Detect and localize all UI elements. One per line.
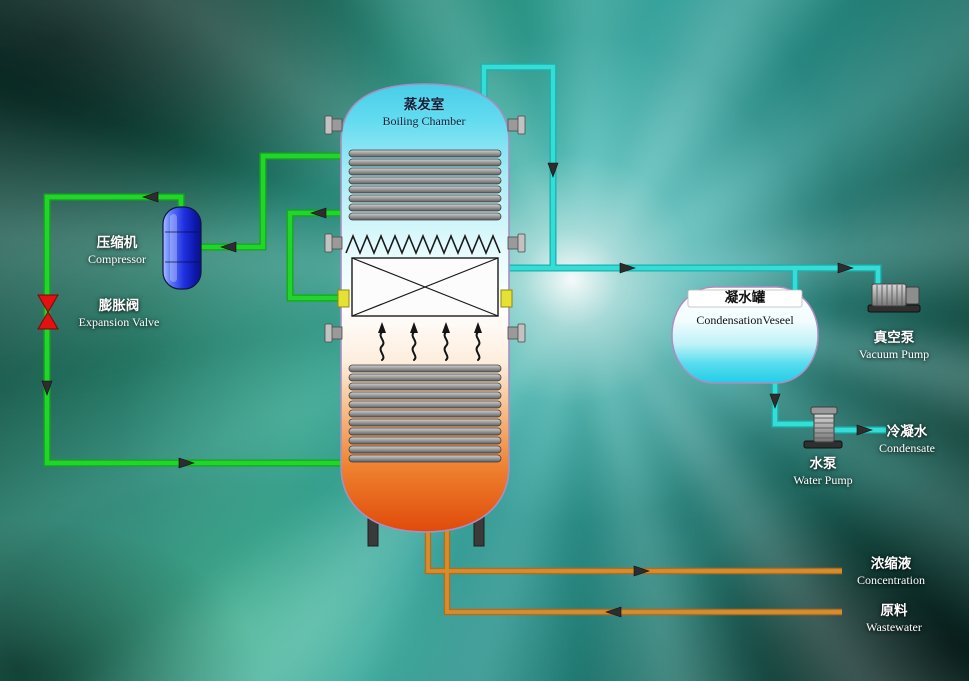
- steam-arrows: [378, 322, 482, 361]
- pipe-refrigerant-expansion: [44, 194, 342, 466]
- flow-arrow: [547, 162, 559, 178]
- condensate-name-en: Condensate: [879, 440, 935, 455]
- boiling-chamber-name-zh: 蒸发室: [403, 97, 445, 112]
- expansion-valve-symbol: [37, 294, 59, 330]
- vacuum-pump-name-zh: 真空泵: [873, 330, 915, 345]
- exchanger-box: [351, 257, 499, 317]
- flow-arrow: [856, 424, 873, 436]
- compressor-name-zh: 压缩机: [96, 235, 138, 250]
- label-condensate: 冷凝水 Condensate: [879, 424, 935, 456]
- pipe-refrigerant-suction: [198, 153, 342, 250]
- condensation-vessel-name-zh: 凝水罐: [724, 290, 766, 305]
- vessel-flanges: [324, 115, 526, 343]
- side-connector-left: [337, 289, 350, 308]
- water-pump-unit: [803, 406, 843, 449]
- water-pump-name-zh: 水泵: [809, 456, 837, 471]
- label-wastewater: 原料 Wastewater: [866, 603, 922, 635]
- bottom-coil: [348, 364, 502, 463]
- flow-arrow: [633, 565, 650, 577]
- pipe-condensate-down: [772, 378, 817, 427]
- flow-arrows: [41, 162, 873, 618]
- pipe-concentrate: [426, 522, 842, 573]
- pipe-refrigerant-loop: [287, 210, 342, 301]
- boiling-chamber-name-en: Boiling Chamber: [382, 113, 466, 128]
- demister-zigzag: [345, 233, 501, 256]
- wastewater-name-en: Wastewater: [866, 619, 922, 634]
- flow-arrow: [619, 262, 636, 274]
- pipe-wastewater: [445, 522, 842, 614]
- expansion-valve-name-en: Expansion Valve: [78, 314, 160, 329]
- label-concentration: 浓缩液 Concentration: [857, 556, 925, 588]
- product-piping: [424, 522, 842, 616]
- water-pump-name-en: Water Pump: [793, 472, 853, 487]
- side-connector-right: [500, 289, 513, 308]
- condensate-name-zh: 冷凝水: [886, 424, 928, 439]
- vapor-piping: [480, 63, 886, 434]
- vacuum-pump-unit: [867, 283, 921, 313]
- label-boiling-chamber: 蒸发室 Boiling Chamber: [383, 97, 466, 129]
- compressor-name-en: Compressor: [88, 251, 146, 266]
- concentration-name-zh: 浓缩液: [870, 556, 912, 571]
- concentration-name-en: Concentration: [857, 572, 925, 587]
- flow-arrow: [310, 207, 327, 219]
- label-condensation-vessel: 凝水罐 CondensationVeseel: [696, 290, 793, 328]
- flow-arrow: [605, 606, 622, 618]
- flow-arrow: [41, 380, 53, 396]
- flow-arrow: [142, 191, 159, 203]
- flow-arrow: [837, 262, 854, 274]
- flow-arrow: [220, 241, 237, 253]
- label-compressor: 压缩机 Compressor: [88, 235, 146, 267]
- top-coil: [348, 149, 502, 221]
- flow-arrow: [769, 393, 781, 409]
- vacuum-pump-name-en: Vacuum Pump: [858, 346, 930, 361]
- wastewater-name-zh: 原料: [880, 603, 908, 618]
- condensation-vessel-name-en: CondensationVeseel: [696, 312, 794, 327]
- label-water-pump: 水泵 Water Pump: [793, 456, 852, 488]
- expansion-valve-name-zh: 膨胀阀: [98, 298, 140, 313]
- label-expansion-valve: 膨胀阀 Expansion Valve: [79, 298, 160, 330]
- flow-arrow: [178, 457, 195, 469]
- label-vacuum-pump: 真空泵 Vacuum Pump: [859, 330, 929, 362]
- compressor-unit: [162, 206, 202, 290]
- condensation-vessel-tank: [671, 286, 819, 384]
